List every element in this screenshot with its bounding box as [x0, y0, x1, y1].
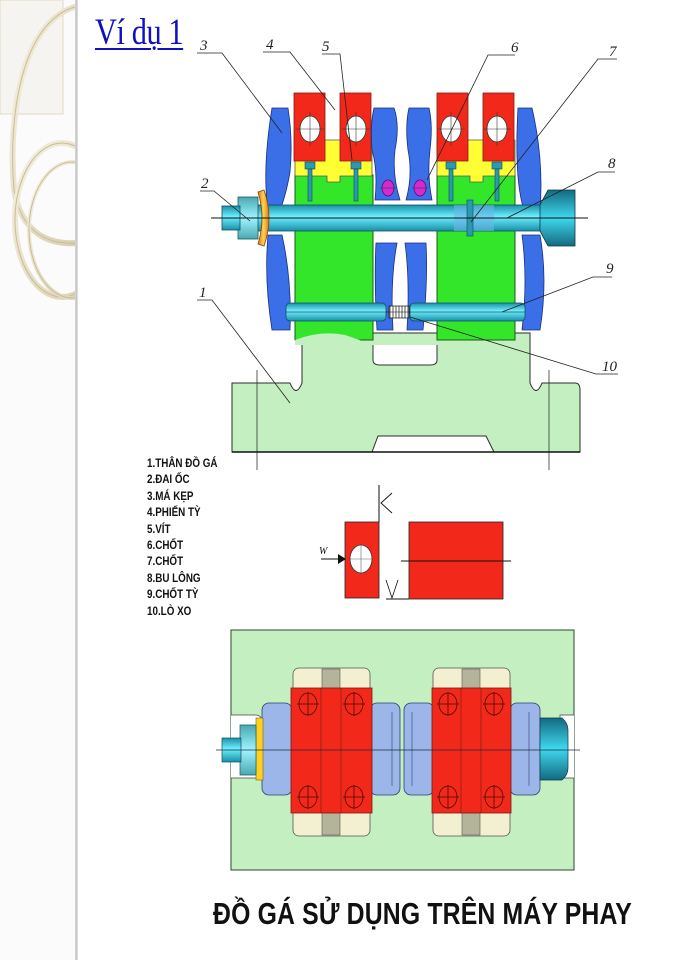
legend-item: 6.CHỐT [147, 538, 184, 553]
legend-item: 1.THÂN ĐỒ GÁ [147, 456, 218, 470]
legend-item: 3.MÁ KẸP [147, 488, 194, 503]
legend-item: 2.ĐAI ỐC [147, 472, 190, 487]
slide-title: Ví dụ 1 [95, 12, 184, 53]
diagram-caption: ĐỒ GÁ SỬ DỤNG TRÊN MÁY PHAY [213, 896, 632, 931]
legend-item: 5.VÍT [147, 521, 171, 536]
legend-item: 7.CHỐT [147, 554, 184, 569]
legend-item: 8.BU LÔNG [147, 570, 201, 585]
parts-legend: 1.THÂN ĐỒ GÁ 2.ĐAI ỐC 3.MÁ KẸP 4.PHIẾN T… [147, 455, 218, 619]
legend-item: 9.CHỐT TỲ [147, 587, 199, 602]
legend-item: 4.PHIẾN TỲ [147, 505, 201, 520]
legend-item: 10.LÒ XO [147, 603, 192, 618]
slide-divider [75, 0, 78, 960]
